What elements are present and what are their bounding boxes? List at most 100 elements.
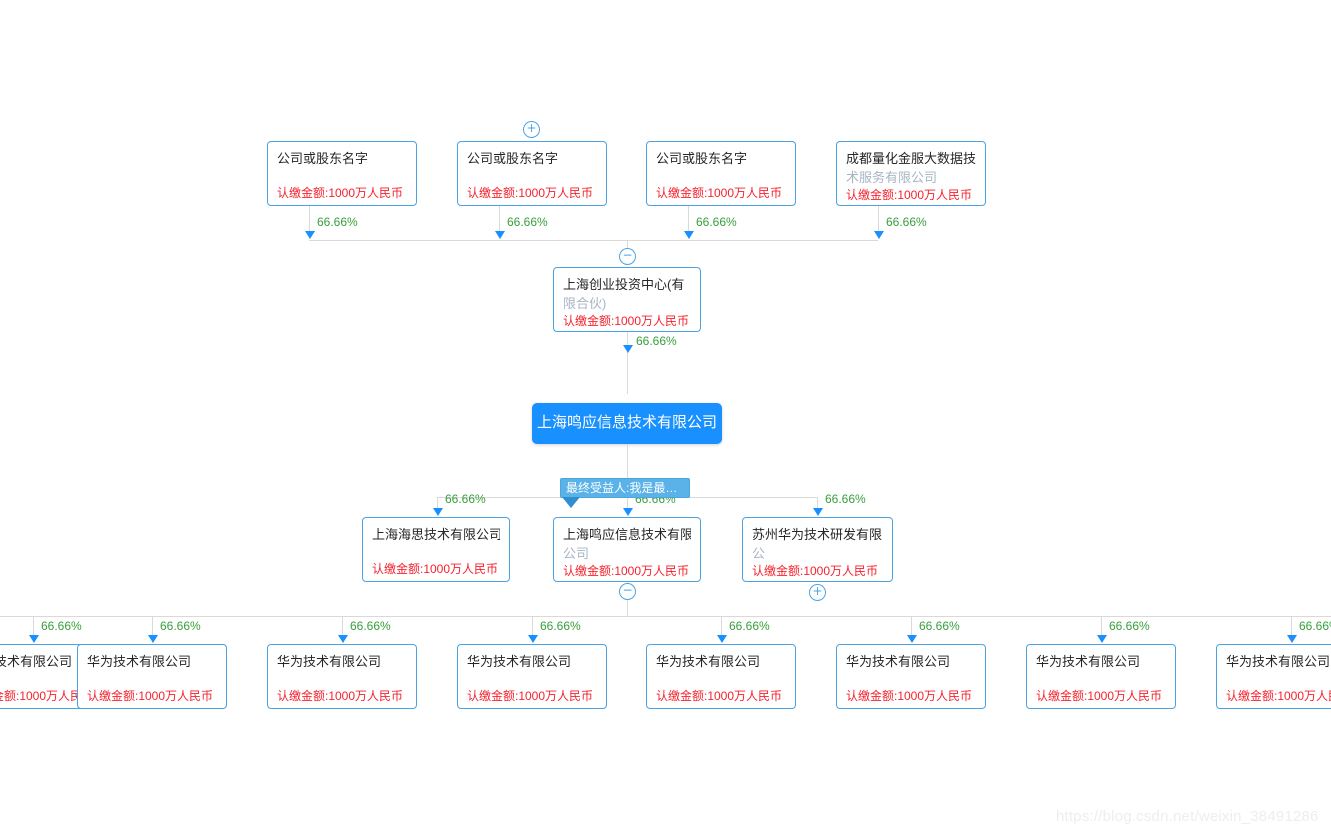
ownership-percent-label: 66.66% xyxy=(1109,619,1150,633)
node-name-secondary: 术服务有限公司 xyxy=(846,170,938,185)
toggle-top-shareholders[interactable]: + xyxy=(523,121,540,138)
node-name-secondary: 公 xyxy=(752,546,766,561)
connector-arrow xyxy=(304,231,315,239)
ownership-percent-label: 66.66% xyxy=(350,619,391,633)
connector-vline xyxy=(627,332,628,394)
connector-arrow xyxy=(494,231,505,239)
connector-arrow xyxy=(28,635,39,643)
node-name-primary: 华为技术有限公司 xyxy=(0,654,73,669)
ownership-percent-label: 66.66% xyxy=(886,215,927,229)
node-name-primary: 公司或股东名字 xyxy=(467,151,559,166)
connector-vline xyxy=(721,616,722,636)
node-capital-amount: 认缴金额:1000万人民币 xyxy=(1036,689,1163,703)
shareholder-node[interactable]: 公司或股东名字认缴金额:1000万人民币 xyxy=(457,141,607,206)
connector-vline xyxy=(688,206,689,232)
subsidiary-node-mid[interactable]: 上海海思技术有限公司认缴金额:1000万人民币 xyxy=(362,517,510,582)
ownership-percent-label: 66.66% xyxy=(445,492,486,506)
shareholder-node[interactable]: 公司或股东名字认缴金额:1000万人民币 xyxy=(267,141,417,206)
connector-vline xyxy=(152,616,153,636)
connector-vline xyxy=(817,497,818,509)
ownership-percent-label: 66.66% xyxy=(729,619,770,633)
subsidiary-node-bottom[interactable]: 华为技术有限公司认缴金额:1000万人民币 xyxy=(457,644,607,709)
connector-arrow xyxy=(873,231,884,239)
node-capital-amount: 认缴金额:1000万人民币 xyxy=(87,689,214,703)
node-capital-amount: 认缴金额:1000万人民币 xyxy=(563,564,690,578)
ownership-percent-label: 66.66% xyxy=(160,619,201,633)
connector-vline xyxy=(33,616,34,636)
node-name-primary: 上海鸣应信息技术有限 xyxy=(563,527,691,542)
connector-arrow xyxy=(147,635,158,643)
connector-arrow xyxy=(432,508,443,516)
node-name-primary: 华为技术有限公司 xyxy=(846,654,951,669)
subsidiary-node-bottom[interactable]: 华为技术有限公司认缴金额:1000万人民币 xyxy=(1026,644,1176,709)
ownership-percent-label: 66.66% xyxy=(507,215,548,229)
node-name-primary: 公司或股东名字 xyxy=(277,151,369,166)
node-name-primary: 华为技术有限公司 xyxy=(1226,654,1331,669)
node-name-primary: 华为技术有限公司 xyxy=(467,654,572,669)
node-name-primary: 华为技术有限公司 xyxy=(656,654,761,669)
ownership-percent-label: 66.66% xyxy=(696,215,737,229)
connector-arrow xyxy=(527,635,538,643)
node-capital-amount: 认缴金额:1000万人民币 xyxy=(656,689,783,703)
ownership-percent-label: 66.66% xyxy=(317,215,358,229)
node-name-primary: 华为技术有限公司 xyxy=(277,654,382,669)
node-capital-amount: 认缴金额:1000万人民币 xyxy=(372,562,499,576)
node-name-primary: 上海海思技术有限公司 xyxy=(372,527,500,542)
node-capital-amount: 认缴金额:1000万人民币 xyxy=(277,689,404,703)
intermediate-entity-node[interactable]: 上海创业投资中心(有限合伙) 认缴金额:1000万人民币 xyxy=(553,267,701,332)
subsidiary-node-mid[interactable]: 上海鸣应信息技术有限公司认缴金额:1000万人民币 xyxy=(553,517,701,582)
node-capital-amount: 认缴金额:1000万人民币 xyxy=(467,186,594,200)
toggle-mid-right[interactable]: + xyxy=(809,584,826,601)
connector-vline xyxy=(627,497,628,509)
root-company-node[interactable]: 上海鸣应信息技术有限公司 xyxy=(532,403,722,444)
connector-arrow xyxy=(1096,635,1107,643)
node-name-primary: 上海创业投资中心(有 xyxy=(563,277,685,292)
ownership-percent-label: 66.66% xyxy=(919,619,960,633)
ownership-percent-label: 66.66% xyxy=(825,492,866,506)
node-capital-amount: 认缴金额:1000万人民币 xyxy=(563,314,690,328)
node-capital-amount: 认缴金额:1000万人民币 xyxy=(846,188,973,202)
connector-vline xyxy=(499,206,500,232)
subsidiary-node-bottom[interactable]: 华为技术有限公司认缴金额:1000万人民币 xyxy=(836,644,986,709)
connector-arrow xyxy=(716,635,727,643)
connector-vline xyxy=(309,206,310,232)
ownership-percent-label: 66.66% xyxy=(540,619,581,633)
node-name-primary: 成都量化金服大数据技 xyxy=(846,151,976,166)
node-capital-amount: 认缴金额:1000万人民币 xyxy=(0,689,95,703)
node-capital-amount: 认缴金额:1000万人民币 xyxy=(752,564,879,578)
node-capital-amount: 认缴金额:1000万人民币 xyxy=(1226,689,1331,703)
connector-arrow xyxy=(812,508,823,516)
connector-vline xyxy=(1101,616,1102,636)
connector-hline xyxy=(0,616,1331,617)
node-capital-amount: 认缴金额:1000万人民币 xyxy=(846,689,973,703)
csdn-watermark: https://blog.csdn.net/weixin_38491286 xyxy=(1056,808,1319,825)
subsidiary-node-bottom[interactable]: 华为技术有限公司认缴金额:1000万人民币 xyxy=(267,644,417,709)
connector-arrow xyxy=(906,635,917,643)
connector-vline xyxy=(627,444,628,497)
shareholder-node[interactable]: 公司或股东名字认缴金额:1000万人民币 xyxy=(646,141,796,206)
connector-arrow xyxy=(1286,635,1297,643)
connector-hline xyxy=(309,240,878,241)
subsidiary-node-bottom[interactable]: 华为技术有限公司认缴金额:1000万人民币 xyxy=(77,644,227,709)
connector-arrow xyxy=(337,635,348,643)
ownership-percent-label: 66.66% xyxy=(636,334,677,348)
ownership-percent-label: 66.66% xyxy=(41,619,82,633)
connector-vline xyxy=(911,616,912,636)
connector-arrow xyxy=(683,231,694,239)
shareholder-node[interactable]: 成都量化金服大数据技术服务有限公司认缴金额:1000万人民币 xyxy=(836,141,986,206)
toggle-intermediate[interactable]: − xyxy=(619,248,636,265)
connector-vline xyxy=(1291,616,1292,636)
connector-arrow xyxy=(622,508,633,516)
node-capital-amount: 认缴金额:1000万人民币 xyxy=(467,689,594,703)
connector-vline xyxy=(437,497,438,509)
node-name-primary: 苏州华为技术研发有限 xyxy=(752,527,883,542)
subsidiary-node-bottom[interactable]: 华为技术有限公司认缴金额:1000万人民币 xyxy=(646,644,796,709)
subsidiary-node-mid[interactable]: 苏州华为技术研发有限公认缴金额:1000万人民币 xyxy=(742,517,893,582)
node-name-secondary: 限合伙) xyxy=(563,296,607,311)
connector-vline xyxy=(532,616,533,636)
node-name-secondary: 公司 xyxy=(563,546,590,561)
ownership-percent-label: 66.66% xyxy=(1299,619,1331,633)
toggle-mid-center[interactable]: − xyxy=(619,583,636,600)
